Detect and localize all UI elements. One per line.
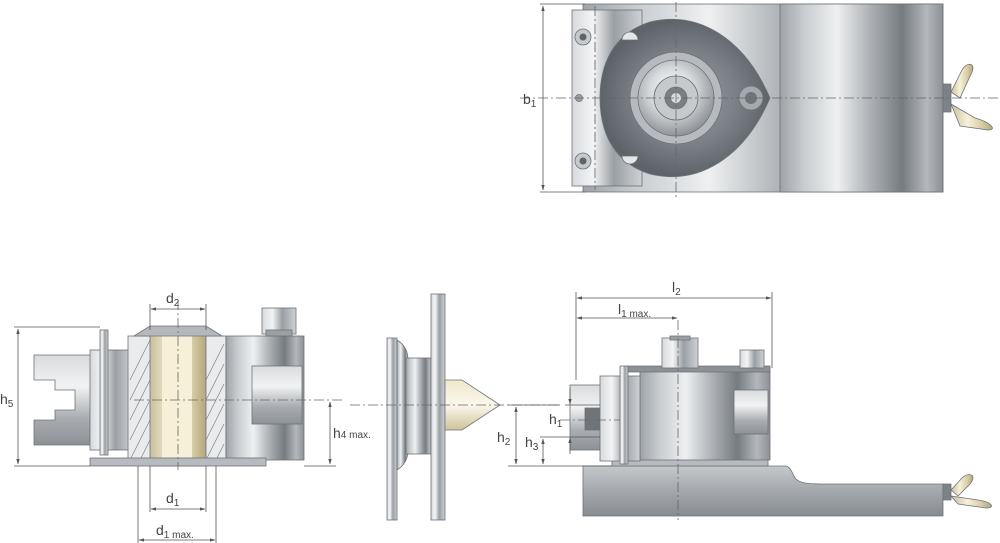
lever-stub-side <box>942 483 952 501</box>
label-l2: l2 <box>672 279 681 298</box>
lever-arm-side-bottom <box>949 495 992 509</box>
lever-arm-top <box>950 63 974 99</box>
label-d2: d2 <box>166 290 180 309</box>
base-rail <box>582 465 944 517</box>
fork-jaw <box>33 354 99 446</box>
bolt-bottom-socket <box>579 157 587 165</box>
hinge-block <box>89 349 133 451</box>
notch-bottom <box>621 155 639 165</box>
label-h2: h2 <box>497 429 511 448</box>
side-window <box>733 389 769 435</box>
bore-highlight <box>162 330 192 464</box>
center-bolt-side <box>661 337 699 369</box>
label-l1max: l1 max. <box>618 301 651 320</box>
lever-arm-side-top <box>950 474 974 497</box>
lever-arm-bottom <box>950 103 993 131</box>
top-bolt-base <box>265 329 293 337</box>
center-tool-view <box>350 293 560 521</box>
label-h1: h1 <box>549 411 563 430</box>
side-view: l2 l1 max. h1 h2 h3 <box>497 279 992 520</box>
small-bolt-side <box>739 349 765 369</box>
center-bolt-cap <box>669 335 691 341</box>
hinge-pin <box>99 329 109 456</box>
front-view: d2 h5 h4 max. d1 d1 max. <box>0 290 371 543</box>
tool-shank <box>405 357 433 455</box>
label-d1max: d1 max. <box>156 522 194 541</box>
top-view: b1 <box>520 2 1000 200</box>
label-h4max: h4 max. <box>333 425 371 441</box>
bolt-top-socket <box>579 33 587 41</box>
tool-spine <box>430 293 446 521</box>
section-hatch-left <box>129 339 151 465</box>
body-window <box>251 365 303 425</box>
label-h5: h5 <box>0 391 14 410</box>
holder-body-right-top <box>779 3 944 193</box>
label-h3: h3 <box>525 434 539 453</box>
tool-plate-left <box>386 337 398 521</box>
hinge-pin-side <box>619 365 629 465</box>
label-b1: b1 <box>523 91 537 110</box>
notch-top <box>621 31 639 41</box>
label-d1: d1 <box>166 490 180 509</box>
